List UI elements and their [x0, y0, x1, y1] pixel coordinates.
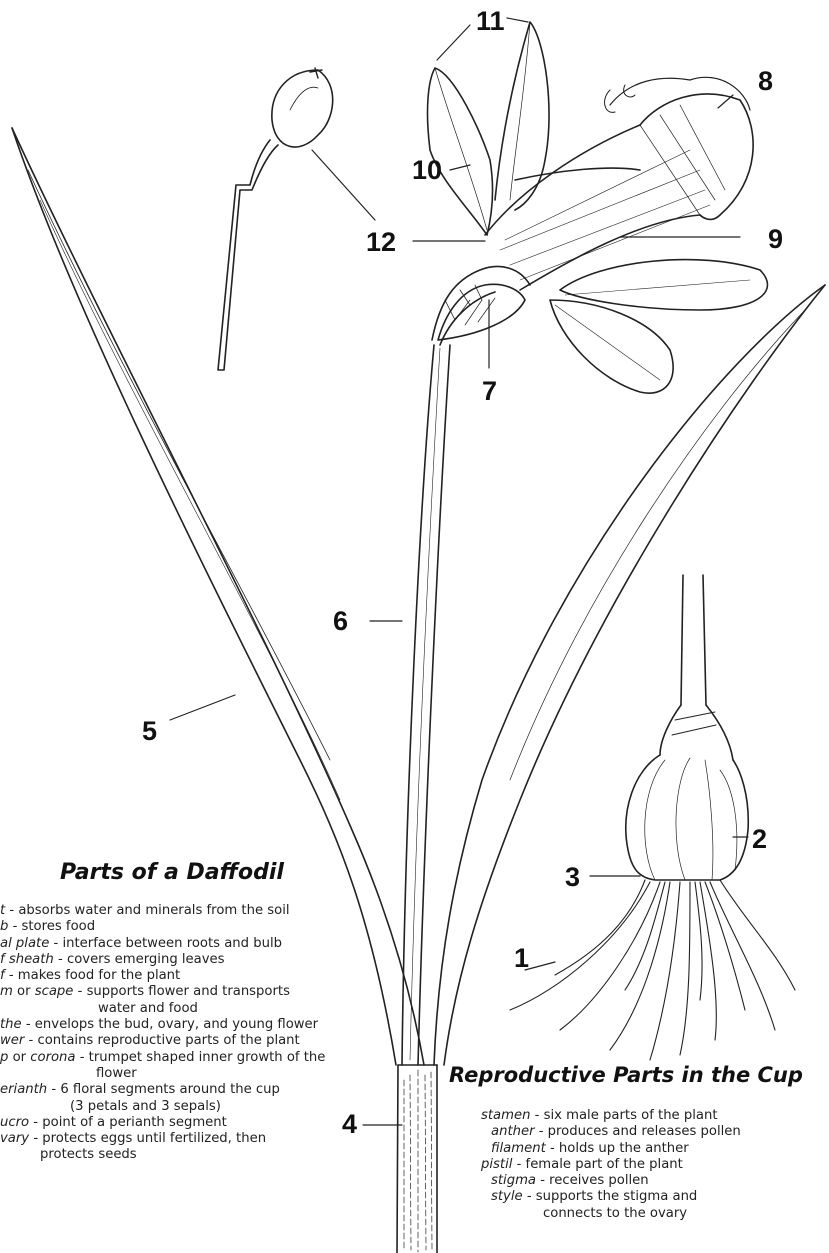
list-item: the - envelops the bud, ovary, and young… — [0, 1017, 325, 1033]
list-item-continuation: protects seeds — [0, 1147, 325, 1163]
list-item-continuation: flower — [0, 1066, 325, 1082]
list-item: ucro - point of a perianth segment — [0, 1115, 325, 1131]
label-8: 8 — [758, 68, 773, 95]
list-item: p or corona - trumpet shaped inner growt… — [0, 1050, 325, 1066]
pistil-detail — [218, 68, 333, 370]
cup-heading: Reproductive Parts in the Cup — [449, 1063, 803, 1087]
label-6: 6 — [333, 608, 348, 635]
list-item: pistil - female part of the plant — [481, 1157, 741, 1173]
list-item: filament - holds up the anther — [481, 1141, 741, 1157]
list-item: vary - protects eggs until fertilized, t… — [0, 1131, 325, 1147]
label-11: 11 — [476, 8, 505, 35]
label-1: 1 — [514, 945, 529, 972]
list-item: al plate - interface between roots and b… — [0, 936, 325, 952]
list-item: erianth - 6 floral segments around the c… — [0, 1082, 325, 1098]
label-7: 7 — [482, 378, 497, 405]
label-12: 12 — [366, 229, 396, 256]
label-2: 2 — [752, 826, 767, 853]
label-4: 4 — [342, 1111, 357, 1138]
list-item-continuation: (3 petals and 3 sepals) — [0, 1099, 325, 1115]
leaf-sheath — [397, 1065, 437, 1253]
parts-list: t - absorbs water and minerals from the … — [0, 903, 325, 1164]
perianth — [428, 22, 768, 393]
label-10: 10 — [412, 157, 442, 184]
list-item: wer - contains reproductive parts of the… — [0, 1033, 325, 1049]
list-item: m or scape - supports flower and transpo… — [0, 984, 325, 1000]
label-9: 9 — [768, 226, 783, 253]
list-item: anther - produces and releases pollen — [481, 1124, 741, 1140]
corona — [485, 77, 753, 290]
list-item: stamen - six male parts of the plant — [481, 1108, 741, 1124]
list-item: f - makes food for the plant — [0, 968, 325, 984]
list-item-continuation: water and food — [0, 1001, 325, 1017]
spathe — [432, 266, 530, 345]
label-5: 5 — [142, 718, 157, 745]
label-3: 3 — [565, 864, 580, 891]
roots — [510, 880, 795, 1060]
list-item: f sheath - covers emerging leaves — [0, 952, 325, 968]
parts-heading: Parts of a Daffodil — [60, 860, 284, 885]
list-item-continuation: connects to the ovary — [481, 1206, 741, 1222]
list-item: t - absorbs water and minerals from the … — [0, 903, 325, 919]
cup-parts-list: stamen - six male parts of the plant ant… — [481, 1108, 741, 1222]
list-item: style - supports the stigma and — [481, 1189, 741, 1205]
list-item: stigma - receives pollen — [481, 1173, 741, 1189]
list-item: b - stores food — [0, 919, 325, 935]
bulb — [626, 575, 748, 880]
